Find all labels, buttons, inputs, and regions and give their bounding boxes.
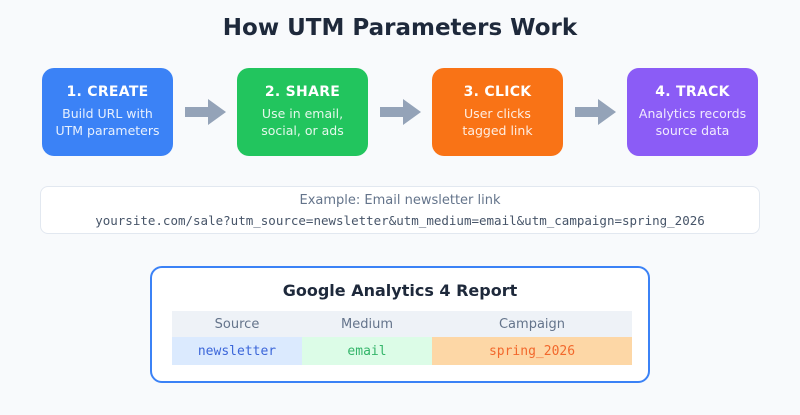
cell-medium-value: email — [302, 337, 432, 365]
column-header-medium: Medium — [341, 316, 393, 332]
cell-source-value: newsletter — [172, 337, 302, 365]
step-share-title: 2. SHARE — [264, 84, 341, 101]
step-track-title: 4. TRACK — [655, 84, 730, 101]
step-create-box: 1. CREATE Build URL with UTM parameters — [42, 68, 173, 156]
cell-campaign-value: spring_2026 — [432, 337, 632, 365]
step-track-subtitle: Analytics records source data — [638, 106, 747, 138]
ga4-report-title: Google Analytics 4 Report — [282, 281, 518, 300]
step-create-subtitle: Build URL with UTM parameters — [55, 106, 160, 138]
page-title: How UTM Parameters Work — [222, 15, 578, 41]
table-header-row: Source Medium Campaign — [172, 311, 632, 337]
example-label: Example: Email newsletter link — [299, 192, 501, 208]
step-track-box: 4. TRACK Analytics records source data — [627, 68, 758, 156]
step-click-subtitle: User clicks tagged link — [462, 106, 533, 138]
table-row: newsletter email spring_2026 — [172, 337, 632, 365]
column-header-source: Source — [214, 316, 260, 332]
column-header-campaign: Campaign — [498, 316, 566, 332]
example-utm-url: yoursite.com/sale?utm_source=newsletter&… — [95, 212, 705, 228]
arrow-right-icon — [368, 97, 432, 127]
ga4-report-table: Source Medium Campaign newsletter email … — [172, 311, 632, 365]
ga4-report-card: Google Analytics 4 Report Source Medium … — [150, 266, 650, 383]
step-share-box: 2. SHARE Use in email, social, or ads — [237, 68, 368, 156]
step-click-title: 3. CLICK — [463, 84, 532, 101]
example-url-panel: Example: Email newsletter link yoursite.… — [40, 186, 760, 234]
step-click-box: 3. CLICK User clicks tagged link — [432, 68, 563, 156]
arrow-right-icon — [563, 97, 627, 127]
step-create-title: 1. CREATE — [66, 84, 149, 101]
step-share-subtitle: Use in email, social, or ads — [261, 106, 344, 138]
arrow-right-icon — [173, 97, 237, 127]
utm-flow-diagram: 1. CREATE Build URL with UTM parameters … — [42, 68, 758, 156]
